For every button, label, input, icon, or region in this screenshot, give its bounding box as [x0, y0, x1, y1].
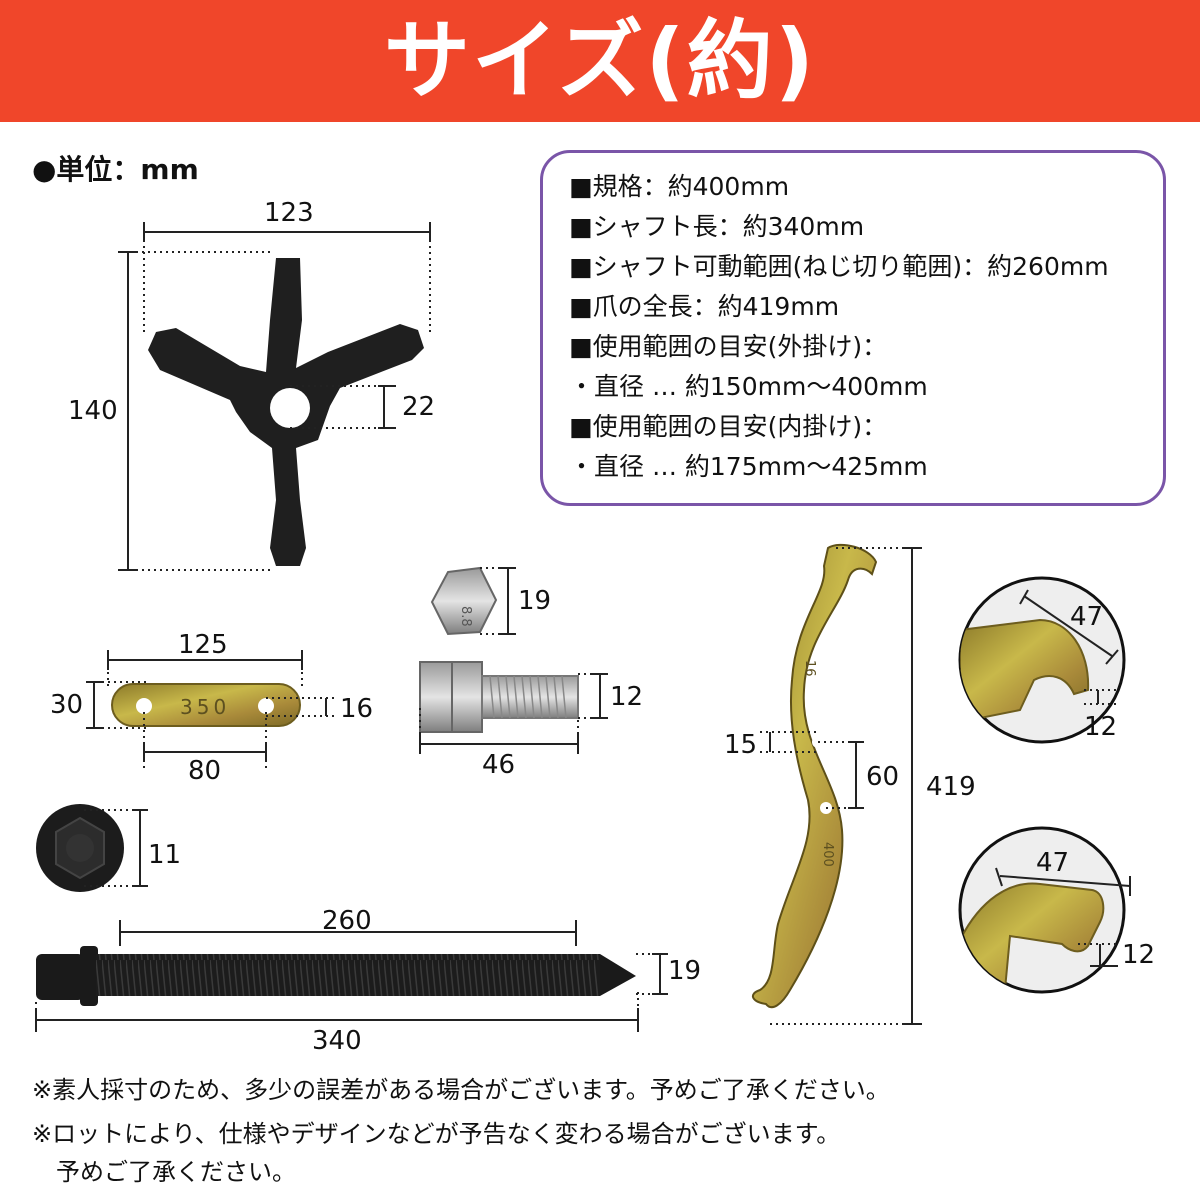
- link-height-label: 30: [50, 690, 84, 720]
- disclaimer-note: ※ロットにより、仕様やデザインなどが予告なく変わる場合がございます。: [32, 1120, 841, 1148]
- spec-line: ・直径 … 約150mm～400mm: [569, 372, 928, 401]
- disclaimer-note: ※素人採寸のため、多少の誤差がある場合がございます。予めご了承ください。: [32, 1076, 890, 1104]
- shaft-dimensions: [35, 920, 668, 1032]
- nut-size-label: 11: [148, 840, 182, 870]
- spec-line: ■規格：約400mm: [569, 172, 790, 201]
- yoke-hole-label: 22: [402, 392, 436, 422]
- bolt-head-stamp: 8.8: [458, 606, 473, 627]
- yoke-height-label: 140: [68, 396, 118, 426]
- spec-box: ■規格：約400mm ■シャフト長：約340mm ■シャフト可動範囲(ねじ切り範…: [540, 150, 1166, 506]
- bolt-head-dimensions: [480, 567, 516, 635]
- title-banner: サイズ(約): [0, 0, 1200, 122]
- hook-detail-inner-dimensions: [995, 867, 1131, 967]
- spec-line: ■使用範囲の目安(外掛け)：: [569, 332, 888, 361]
- jaw-stamp-top: 16: [802, 660, 817, 677]
- link-plate-part: 350: [111, 683, 301, 727]
- nut-dimensions: [84, 809, 148, 887]
- jaw-part: 16 400: [751, 543, 878, 1009]
- disclaimer-note: 予めご了承ください。: [32, 1158, 296, 1186]
- hook-out-thick-label: 12: [1084, 712, 1118, 742]
- spec-line: ■爪の全長：約419mm: [569, 292, 840, 321]
- link-length-label: 125: [178, 630, 228, 660]
- bolt-thread-label: 12: [610, 682, 644, 712]
- spec-line: ■使用範囲の目安(内掛け)：: [569, 412, 888, 441]
- hex-bolt-part: [419, 661, 579, 733]
- bolt-head-part: 8.8: [430, 566, 498, 636]
- yoke-width-label: 123: [264, 198, 314, 228]
- shaft-dia-label: 19: [668, 956, 702, 986]
- yoke-dimensions: [118, 222, 431, 571]
- shaft-length-label: 340: [312, 1026, 362, 1056]
- hook-out-width-label: 47: [1070, 602, 1104, 632]
- unit-label: ●単位：mm: [32, 153, 199, 186]
- spec-line: ■シャフト長：約340mm: [569, 212, 865, 241]
- hex-bolt-dimensions: [419, 673, 608, 754]
- hook-in-width-label: 47: [1036, 848, 1070, 878]
- yoke-part: [148, 258, 424, 566]
- jaw-pitch-label: 60: [866, 762, 900, 792]
- nut-part: [36, 804, 124, 892]
- link-stamp: 350: [180, 695, 230, 719]
- bolt-head-label: 19: [518, 586, 552, 616]
- jaw-stamp-bottom: 400: [820, 842, 835, 867]
- jaw-length-label: 419: [926, 772, 976, 802]
- shaft-part: [36, 946, 636, 1006]
- hook-in-thick-label: 12: [1122, 940, 1156, 970]
- link-hole-label: 16: [340, 694, 374, 724]
- link-dimensions: [86, 650, 334, 768]
- hook-detail-outer-dimensions: [1019, 589, 1119, 705]
- spec-line: ■シャフト可動範囲(ねじ切り範囲)：約260mm: [569, 252, 1109, 281]
- hook-detail-inner: [958, 826, 1126, 994]
- link-pitch-label: 80: [188, 756, 222, 786]
- shaft-thread-label: 260: [322, 906, 372, 936]
- page-title: サイズ(約): [383, 11, 817, 111]
- jaw-dimensions: [760, 547, 922, 1025]
- jaw-hole-label: 15: [724, 730, 758, 760]
- bolt-length-label: 46: [482, 750, 516, 780]
- hook-detail-outer: [958, 576, 1126, 744]
- spec-line: ・直径 … 約175mm～425mm: [569, 452, 928, 481]
